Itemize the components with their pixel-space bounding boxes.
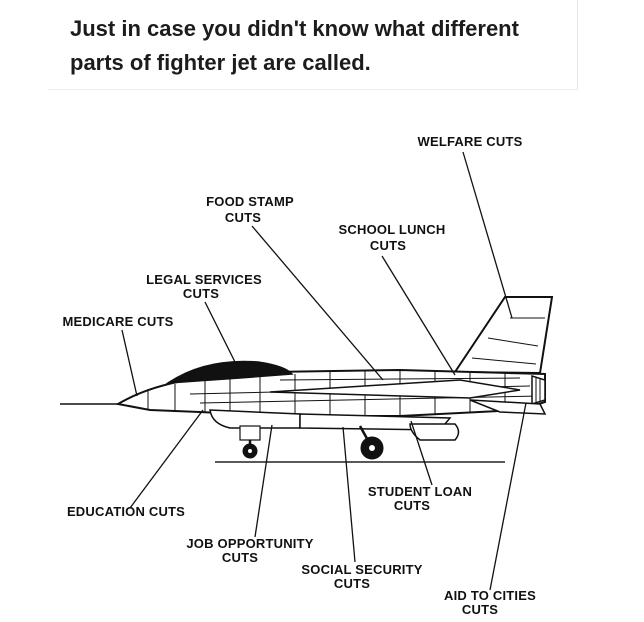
- label-school-lunch-cuts-line-2: CUTS: [370, 238, 406, 253]
- label-job-opportunity-cuts-line-1: JOB OPPORTUNITY: [186, 536, 313, 551]
- label-student-loan-cuts-line-2: CUTS: [394, 498, 430, 513]
- label-social-security-cuts-line-2: CUTS: [334, 576, 370, 591]
- wing: [269, 379, 521, 399]
- label-medicare-cuts: MEDICARE CUTS: [63, 314, 174, 329]
- canopy: [165, 360, 294, 384]
- intake: [209, 409, 301, 429]
- jet-drawing: WELFARE CUTS FOOD STAMP CUTS SCHOOL LUNC…: [60, 134, 554, 617]
- exhaust: [531, 374, 546, 406]
- caption-text: Just in case you didn't know what differ…: [70, 12, 570, 80]
- label-aid-to-cities-cuts-line-1: AID TO CITIES: [444, 588, 536, 603]
- fighter-jet-diagram: WELFARE CUTS FOOD STAMP CUTS SCHOOL LUNC…: [0, 96, 644, 622]
- label-welfare-cuts: WELFARE CUTS: [418, 134, 523, 149]
- front-gear-door: [239, 425, 261, 441]
- label-legal-services-cuts-line-1: LEGAL SERVICES: [146, 272, 262, 287]
- label-school-lunch-cuts-line-1: SCHOOL LUNCH: [339, 222, 446, 237]
- caption-line-2: parts of fighter jet are called.: [70, 50, 371, 75]
- panel-lines: [147, 371, 541, 416]
- tail-fin-detail: [471, 357, 537, 365]
- tail-fin: [453, 296, 554, 375]
- label-legal-services-cuts-line-2: CUTS: [183, 286, 219, 301]
- caption-box: Just in case you didn't know what differ…: [48, 0, 578, 90]
- label-education-cuts: EDUCATION CUTS: [67, 504, 185, 519]
- label-social-security-cuts-line-1: SOCIAL SECURITY: [301, 562, 422, 577]
- label-job-opportunity-cuts-line-2: CUTS: [222, 550, 258, 565]
- caption-line-1: Just in case you didn't know what differ…: [70, 16, 519, 41]
- label-food-stamp-cuts-line-1: FOOD STAMP: [206, 194, 294, 209]
- leader-lines: [121, 151, 527, 591]
- tail-fin-detail: [487, 337, 539, 347]
- label-aid-to-cities-cuts-line-2: CUTS: [462, 602, 498, 617]
- fuel-tank: [409, 423, 460, 441]
- label-food-stamp-cuts-line-2: CUTS: [225, 210, 261, 225]
- label-student-loan-cuts-line-1: STUDENT LOAN: [368, 484, 472, 499]
